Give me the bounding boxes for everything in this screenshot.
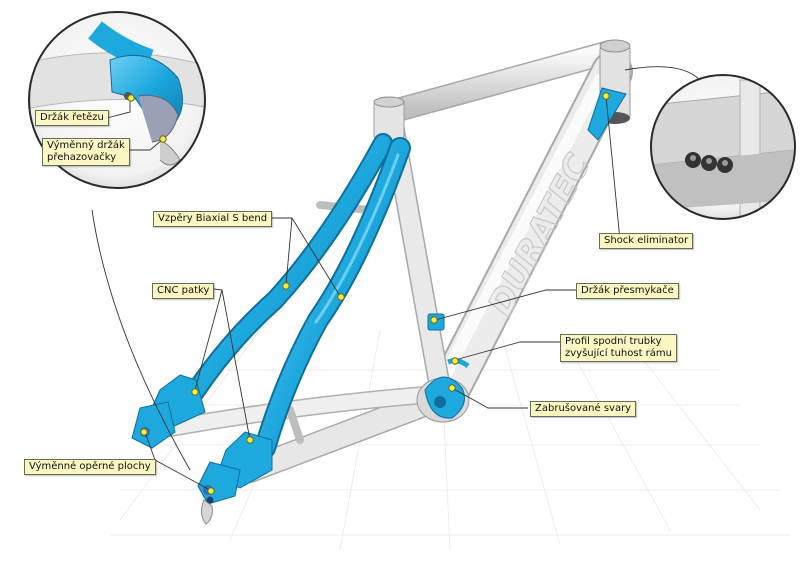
zoom-inset-headtube bbox=[650, 74, 796, 220]
rear-dropouts bbox=[131, 374, 273, 525]
callout-derailleur-hanger: Výměnný držák přehazovačky bbox=[42, 138, 130, 166]
callout-cnc-dropouts: CNC patky bbox=[152, 283, 215, 299]
callout-front-derailleur-mount: Držák přesmykače bbox=[576, 283, 679, 299]
callout-chain-holder: Držák řetězu bbox=[35, 110, 109, 126]
callout-seat-stays: Vzpěry Biaxial S bend bbox=[153, 211, 273, 227]
callout-replaceable-surfaces: Výměnné opěrné plochy bbox=[24, 459, 156, 475]
callout-ground-welds: Zabrušované svary bbox=[530, 401, 637, 417]
inset-connector-right bbox=[624, 66, 701, 81]
inset-connector-left bbox=[91, 209, 191, 471]
frame-grey-tubes bbox=[161, 40, 633, 483]
callout-downtube-profile: Profil spodní trubky zvyšující tuhost rá… bbox=[560, 334, 677, 362]
marker-dots bbox=[127, 92, 610, 495]
downtube-accent bbox=[587, 87, 627, 141]
callout-shock-eliminator: Shock eliminator bbox=[599, 233, 694, 249]
seat-stays-blue bbox=[185, 133, 411, 459]
seat-tube-top bbox=[373, 96, 405, 141]
